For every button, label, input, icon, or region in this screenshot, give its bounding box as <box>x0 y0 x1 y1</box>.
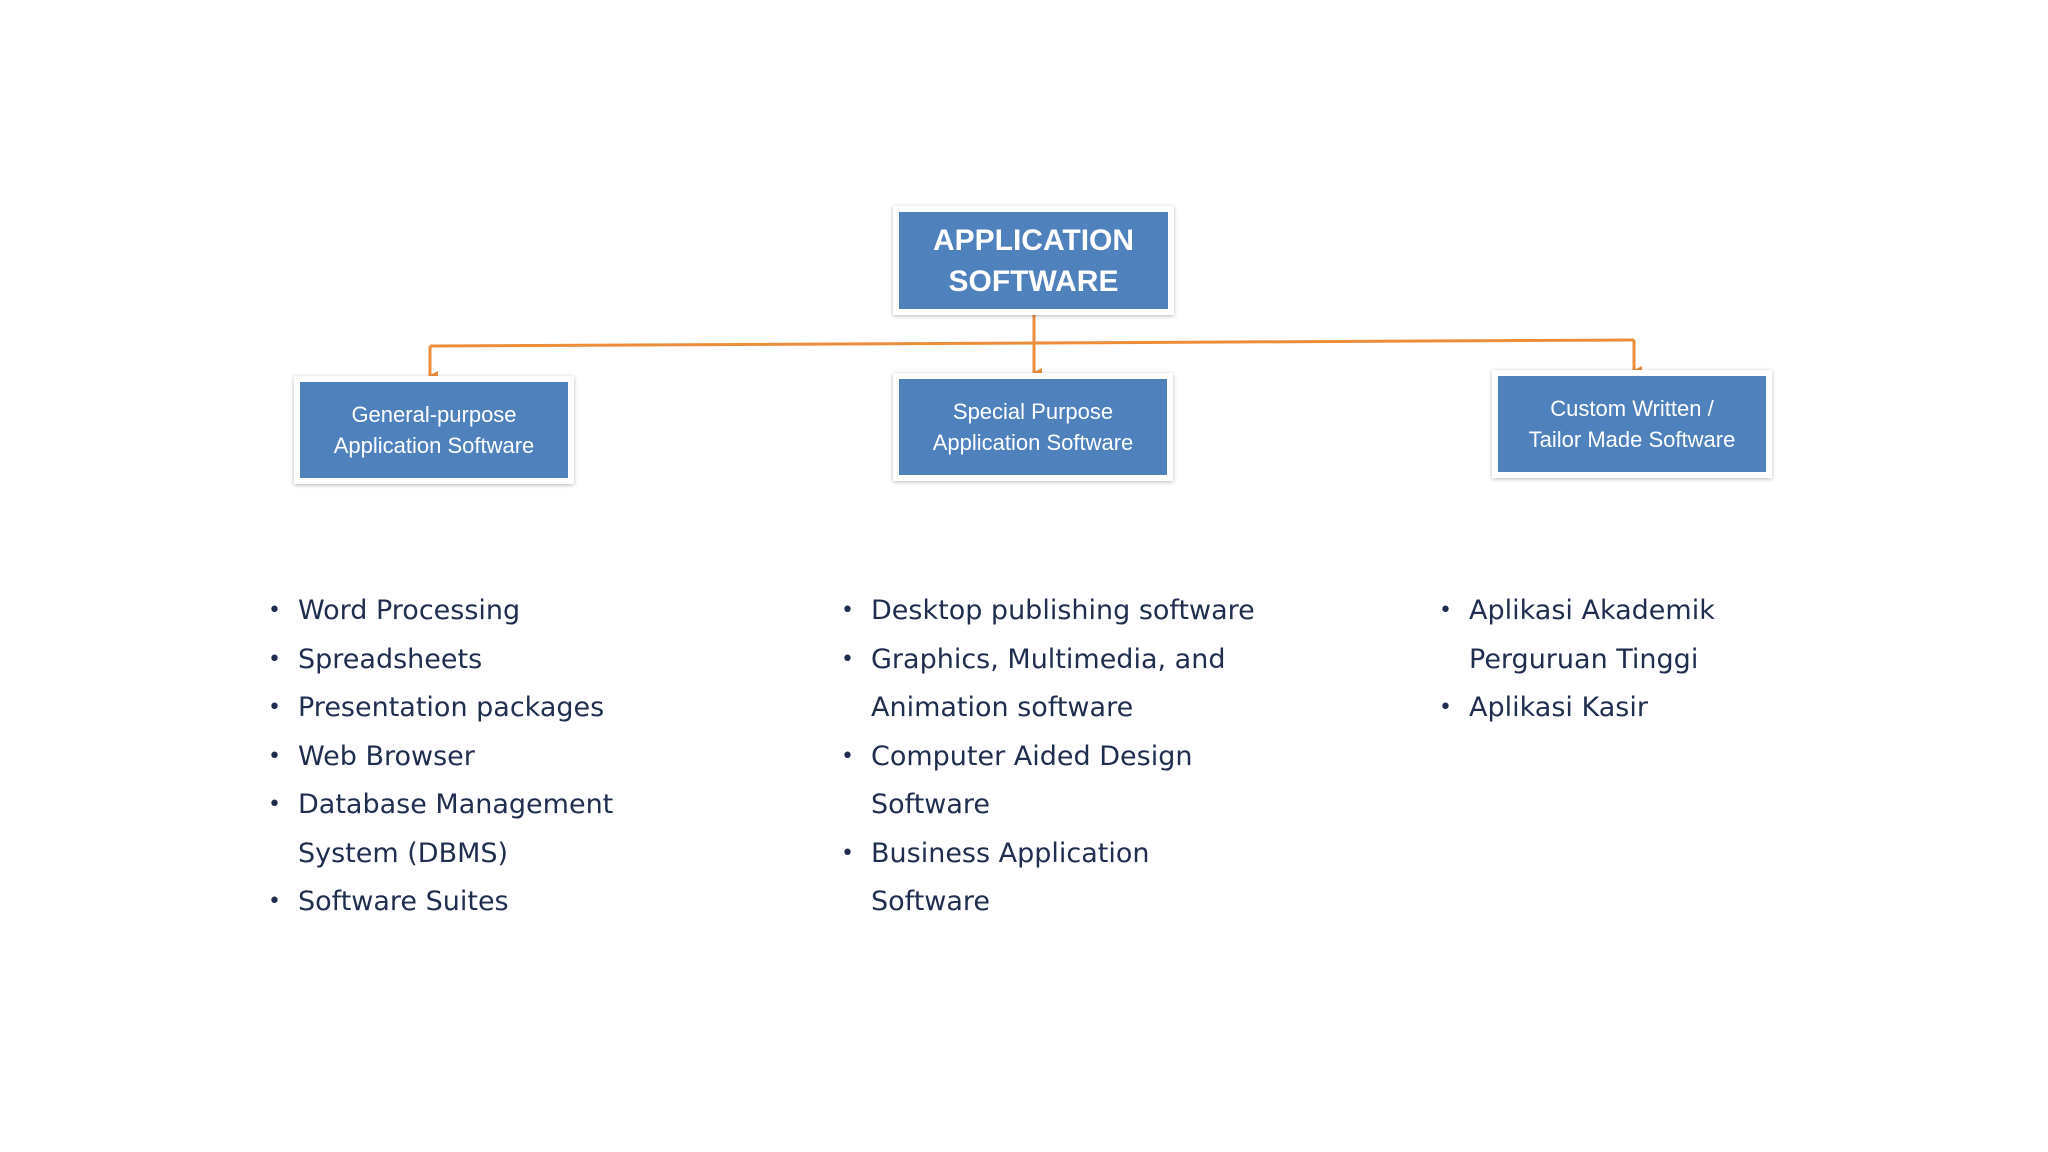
list-item: Graphics, Multimedia, and Animation soft… <box>841 636 1271 733</box>
node-general-purpose-label: General-purpose Application Software <box>300 382 568 478</box>
list-item: Database Management System (DBMS) <box>268 781 628 878</box>
list-item: Aplikasi Akademik Perguruan Tinggi <box>1439 587 1739 684</box>
list-item: Word Processing <box>268 587 628 636</box>
list-item: Web Browser <box>268 733 628 782</box>
node-custom-written-label: Custom Written / Tailor Made Software <box>1498 376 1766 472</box>
root-node-application-software: APPLICATION SOFTWARE <box>893 206 1174 315</box>
list-item: Desktop publishing software <box>841 587 1271 636</box>
node-special-purpose: Special Purpose Application Software <box>893 373 1173 481</box>
list-item: Presentation packages <box>268 684 628 733</box>
node-special-purpose-label: Special Purpose Application Software <box>899 379 1167 475</box>
list-item: Computer Aided Design Software <box>841 733 1271 830</box>
horizontal-connector <box>429 338 1635 348</box>
node-general-purpose: General-purpose Application Software <box>294 376 574 484</box>
general-purpose-examples-list: Word Processing Spreadsheets Presentatio… <box>268 587 628 927</box>
list-item: Aplikasi Kasir <box>1439 684 1739 733</box>
special-purpose-examples-list: Desktop publishing software Graphics, Mu… <box>841 587 1271 927</box>
custom-written-examples-list: Aplikasi Akademik Perguruan Tinggi Aplik… <box>1439 587 1739 733</box>
node-custom-written: Custom Written / Tailor Made Software <box>1492 370 1772 478</box>
list-item: Spreadsheets <box>268 636 628 685</box>
list-item: Software Suites <box>268 878 628 927</box>
root-node-label: APPLICATION SOFTWARE <box>899 212 1168 309</box>
list-item: Business Application Software <box>841 830 1271 927</box>
